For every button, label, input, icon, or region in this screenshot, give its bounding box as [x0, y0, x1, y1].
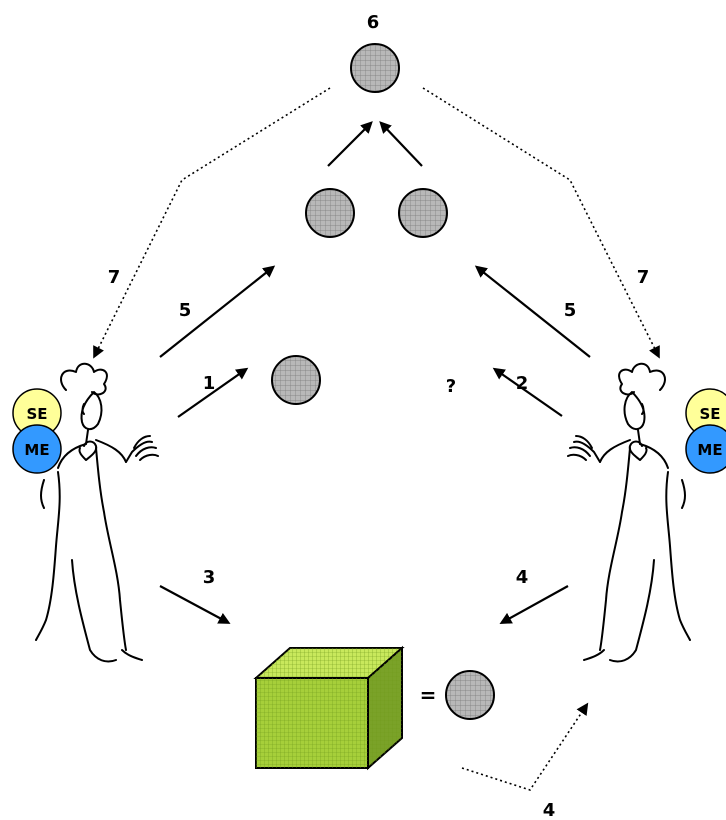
node-middle-left	[305, 188, 355, 238]
label-step-5-left: 5	[179, 300, 192, 321]
left-me-label: ME	[24, 441, 49, 459]
right-se-label: SE	[699, 405, 720, 423]
label-step-4-bottom: 4	[543, 800, 556, 820]
arrow-5-left	[159, 265, 276, 358]
green-cube	[253, 645, 405, 771]
label-step-4-right: 4	[516, 567, 529, 588]
label-step-3: 3	[203, 567, 216, 588]
arrow-1	[177, 367, 249, 418]
left-se-badge: SE	[12, 388, 62, 438]
question-mark: ?	[446, 376, 456, 397]
label-step-7-right: 7	[637, 267, 650, 288]
label-step-2: 2	[516, 373, 529, 394]
equals-sign: =	[420, 683, 437, 707]
left-me-badge: ME	[12, 424, 62, 474]
label-step-1: 1	[203, 373, 216, 394]
left-person-figure	[35, 362, 159, 663]
arrow-merge-right	[379, 121, 423, 167]
node-equals-result	[445, 670, 495, 720]
label-step-7-left: 7	[108, 267, 121, 288]
arrow-4-right	[499, 585, 569, 624]
dotted-path-7-right	[422, 87, 660, 359]
label-step-5-right: 5	[564, 300, 577, 321]
node-middle-right	[398, 188, 448, 238]
arrow-2	[492, 367, 563, 417]
right-me-label: ME	[697, 441, 722, 459]
node-step-1	[271, 355, 321, 405]
right-me-badge: ME	[685, 424, 726, 474]
arrow-merge-left	[327, 121, 373, 167]
left-se-label: SE	[26, 405, 47, 423]
right-person-figure	[567, 362, 691, 663]
label-step-6: 6	[367, 12, 380, 33]
arrow-3	[159, 585, 231, 624]
arrow-5-right	[474, 265, 591, 358]
dotted-path-4-bottom	[461, 702, 589, 791]
node-top	[350, 43, 400, 93]
